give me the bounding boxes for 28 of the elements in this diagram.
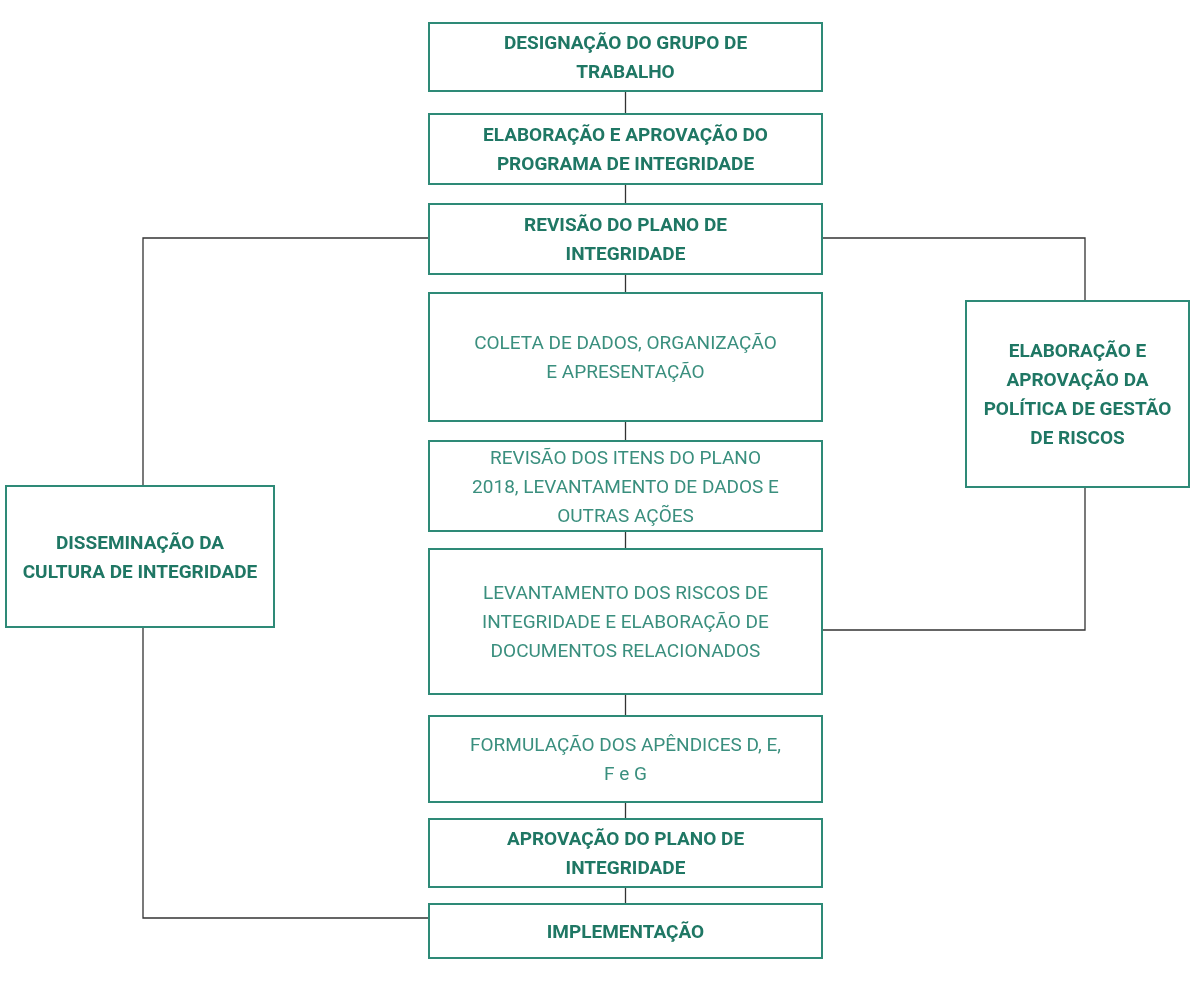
box-label: FORMULAÇÃO DOS APÊNDICES D, E, F e G — [470, 732, 781, 787]
box-label: APROVAÇÃO DO PLANO DE INTEGRIDADE — [505, 826, 746, 881]
connector-line — [822, 487, 1086, 631]
process-box — [428, 903, 823, 959]
process-box — [428, 203, 823, 275]
process-box — [428, 715, 823, 803]
connector-line — [624, 91, 627, 114]
box-label: REVISÃO DO PLANO DE INTEGRIDADE — [523, 212, 728, 267]
process-box — [428, 22, 823, 92]
box-label: ELABORAÇÃO E APROVAÇÃO DO PROGRAMA DE INTEGRIDADE — [482, 122, 769, 177]
box-label: COLETA DE DADOS, ORGANIZAÇÃO E APRESENTAÇÃO — [473, 330, 778, 385]
box-label: ELABORAÇÃO E APROVAÇÃO DA POLÍTICA DE GESTÃO DE RISCOS — [982, 338, 1173, 451]
box-label: IMPLEMENTAÇÃO — [546, 918, 705, 945]
box-label: DISSEMINAÇÃO DA CULTURA DE INTEGRIDADE — [21, 529, 259, 585]
connector-line — [142, 627, 429, 919]
connector-line — [624, 694, 627, 716]
box-label: LEVANTAMENTO DOS RISCOS DE INTEGRIDADE E ELABORAÇÃO DE DOCUMENTOS RELACIONADOS — [481, 580, 770, 664]
process-box — [965, 300, 1190, 488]
process-box — [428, 440, 823, 532]
box-label: DESIGNAÇÃO DO GRUPO DE TRABALHO — [502, 30, 749, 85]
process-box — [5, 485, 275, 628]
connector-line — [142, 237, 429, 486]
process-box — [428, 292, 823, 422]
box-label: REVISÃO DOS ITENS DO PLANO 2018, LEVANTAMENTO DE DADOS E OUTRAS AÇÕES — [471, 444, 780, 529]
process-box — [428, 548, 823, 695]
process-box — [428, 818, 823, 888]
connector-line — [822, 237, 1086, 301]
process-box — [428, 113, 823, 185]
